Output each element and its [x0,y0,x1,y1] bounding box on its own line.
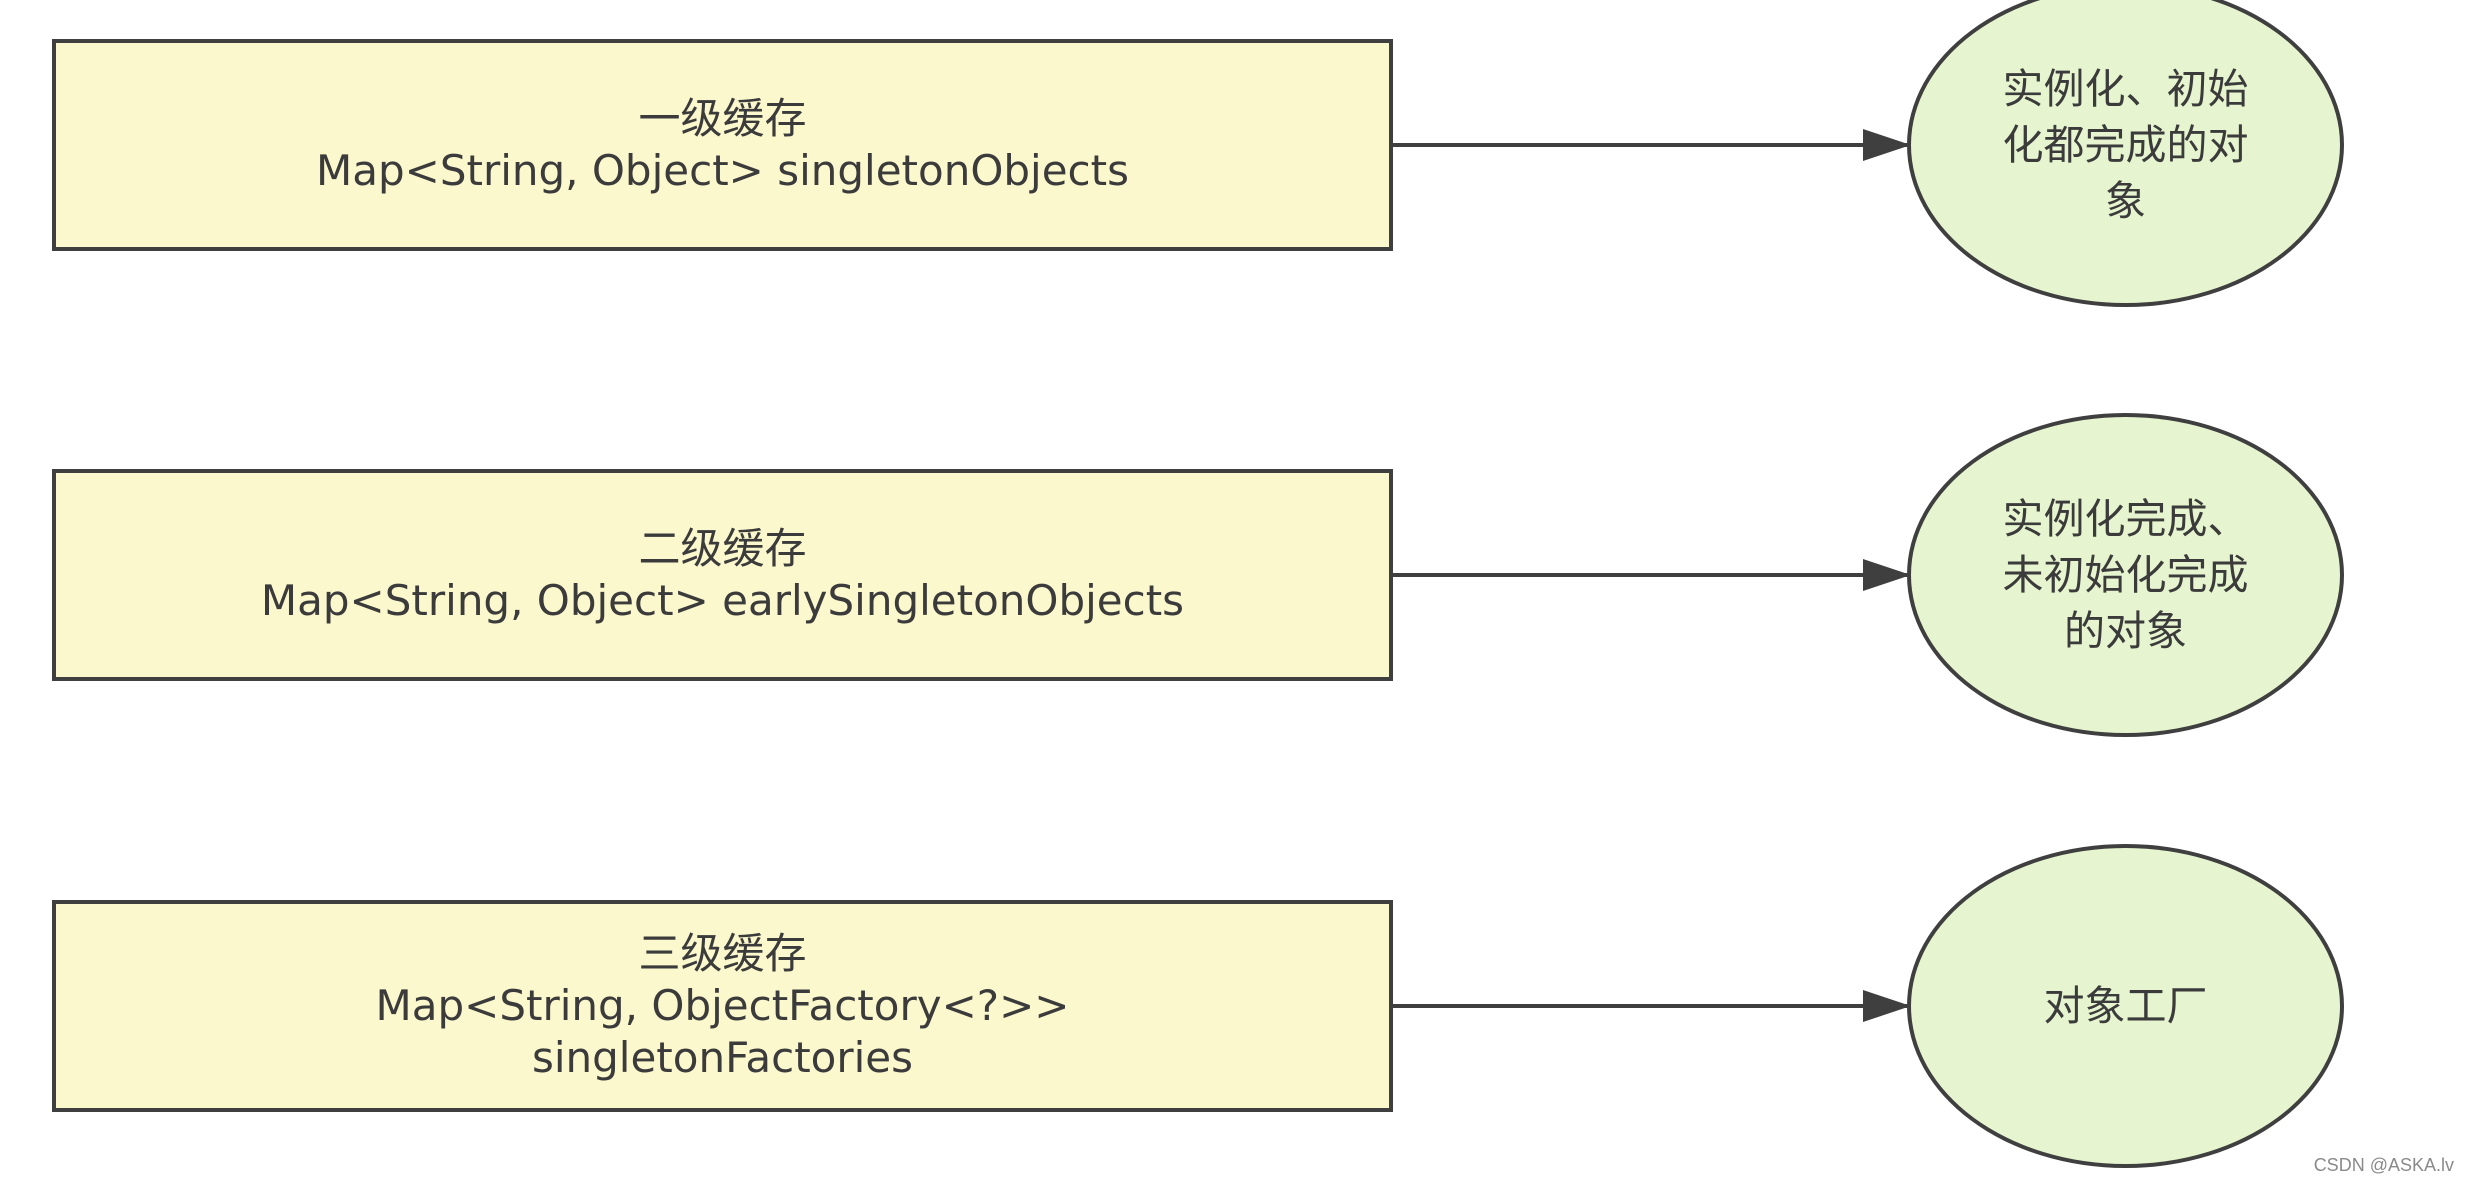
cache-title: 一级缓存 [638,94,807,143]
watermark: CSDN @ASKA.lv [2313,1155,2454,1175]
node-text-line: 对象工厂 [2043,982,2208,1030]
node-fully-initialized-object: 实例化、初始 化都完成的对 象 [1907,0,2344,307]
map-declaration: Map<String, ObjectFactory<?>> [375,981,1070,1030]
node-text-line: 实例化完成、 [2002,495,2249,543]
node-text-line: 的对象 [2064,607,2187,655]
node-instantiated-uninitialized-object: 实例化完成、 未初始化完成 的对象 [1907,413,2344,737]
node-text-line: 象 [2105,177,2146,225]
cache-box-level-1: 一级缓存 Map<String, Object> singletonObject… [52,39,1393,251]
map-declaration: Map<String, Object> singletonObjects [316,146,1129,195]
cache-title: 二级缓存 [638,524,807,573]
map-declaration: Map<String, Object> earlySingletonObject… [260,576,1185,625]
node-text-line: 未初始化完成 [2002,551,2249,599]
cache-box-level-2: 二级缓存 Map<String, Object> earlySingletonO… [52,469,1393,681]
node-object-factory: 对象工厂 [1907,844,2344,1168]
node-text-line: 化都完成的对 [2002,121,2249,169]
cache-title: 三级缓存 [638,929,807,978]
node-text-line: 实例化、初始 [2002,65,2249,113]
cache-box-level-3: 三级缓存 Map<String, ObjectFactory<?>> singl… [52,900,1393,1112]
map-declaration-continued: singletonFactories [531,1033,914,1082]
